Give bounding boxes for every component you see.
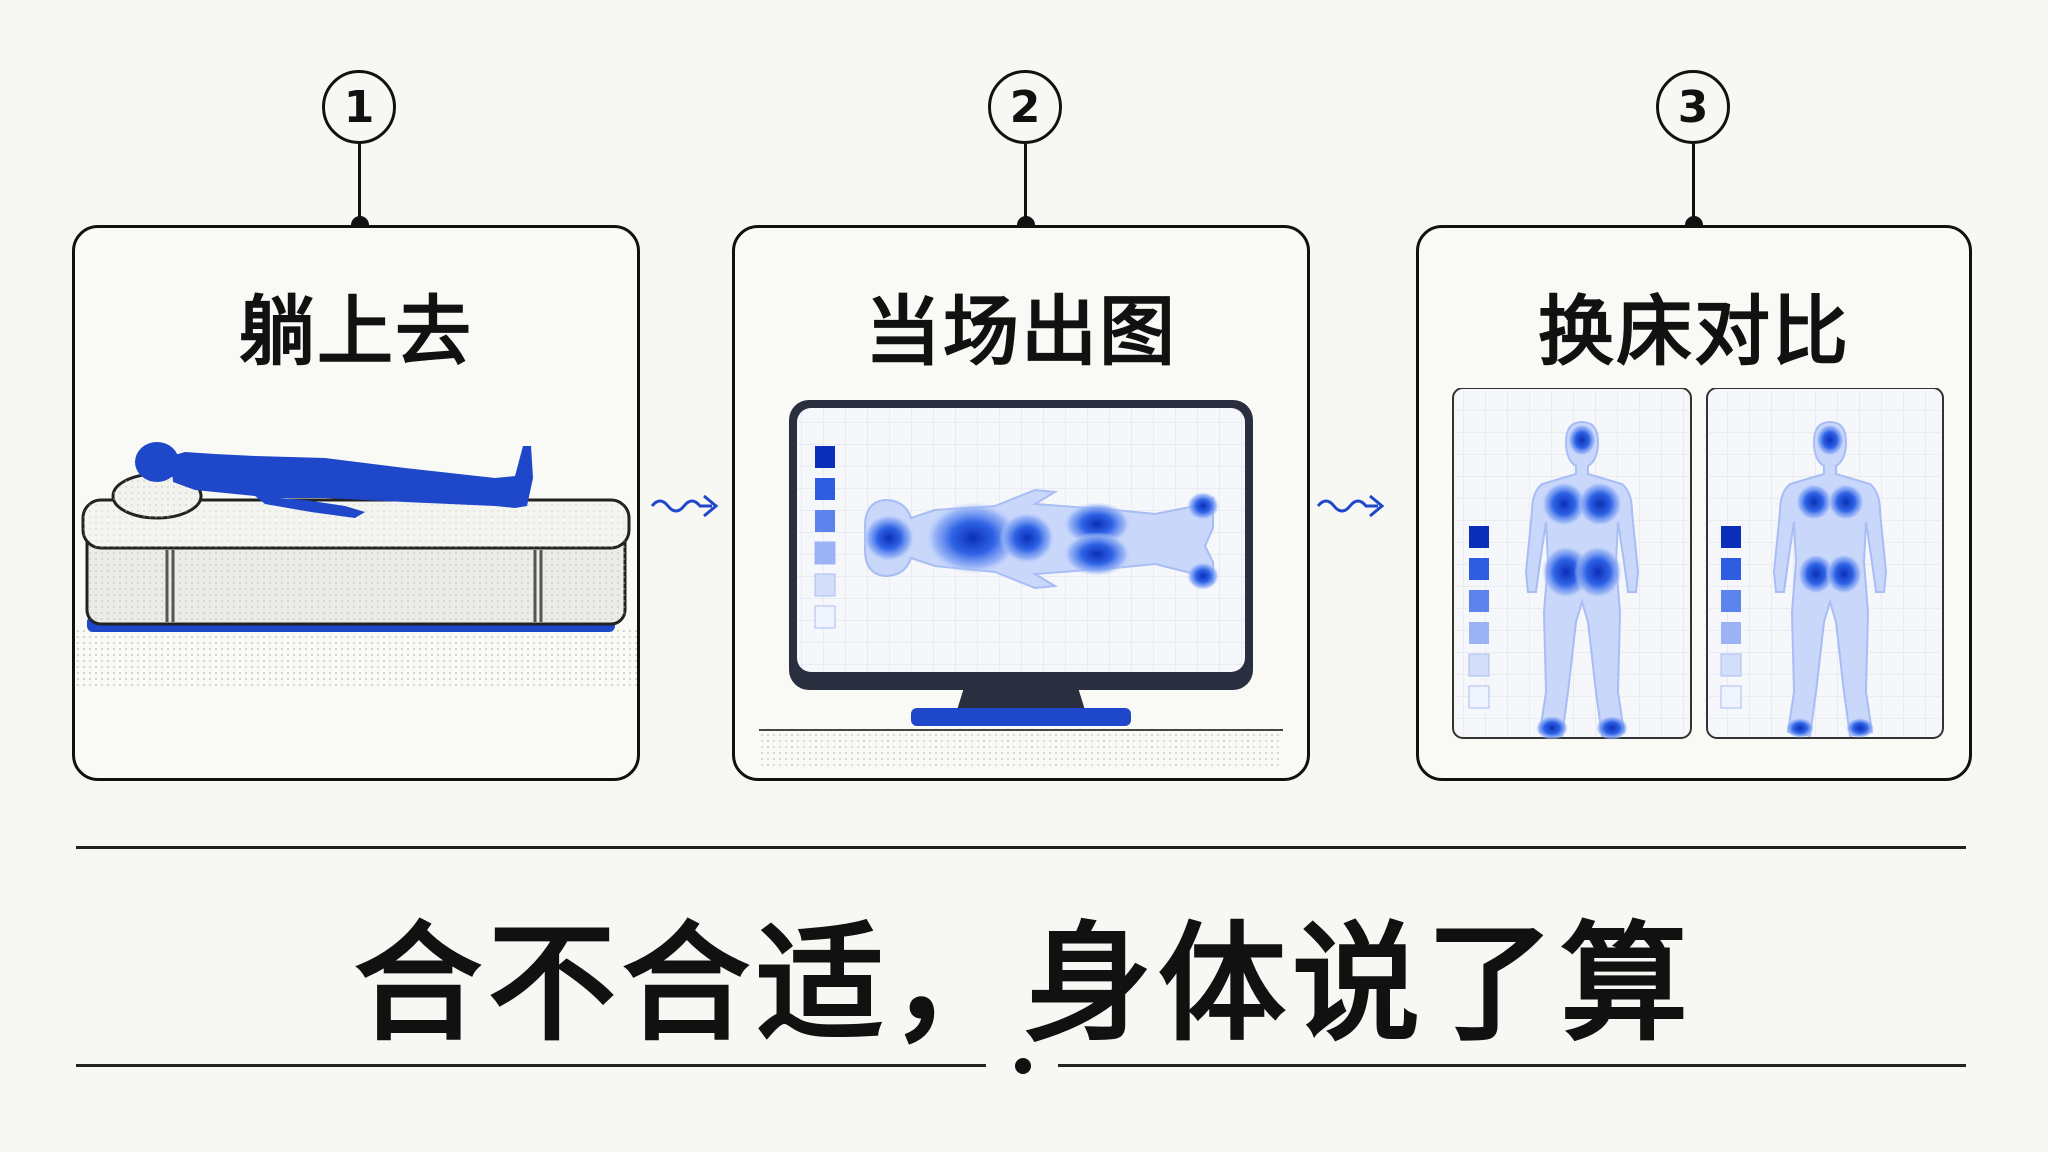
step-3-number-text: 3 xyxy=(1677,81,1709,133)
bottom-divider-left xyxy=(76,1064,986,1067)
step-1-stem xyxy=(358,144,361,222)
bottom-divider-dot xyxy=(1015,1058,1031,1074)
squiggle-arrow-icon xyxy=(650,494,719,518)
step-3-title: 换床对比 xyxy=(1538,287,1850,376)
step-3-stem xyxy=(1692,144,1695,222)
step-2-number-text: 2 xyxy=(1009,81,1041,133)
step-2-number: 2 xyxy=(988,70,1062,144)
body-pressure-map-icon xyxy=(1452,388,1944,740)
squiggle-arrow-icon xyxy=(1316,494,1385,518)
bottom-divider-right xyxy=(1058,1064,1966,1067)
person-on-mattress-icon xyxy=(75,442,637,688)
step-1-number-text: 1 xyxy=(343,81,375,133)
step-2-stem xyxy=(1024,144,1027,222)
monitor-heatmap-icon xyxy=(759,400,1283,766)
step-1-number: 1 xyxy=(322,70,396,144)
step-1-title: 躺上去 xyxy=(239,287,473,376)
step-3-number: 3 xyxy=(1656,70,1730,144)
step-2-panel: 当场出图 xyxy=(732,225,1310,781)
step-1-panel: 躺上去 xyxy=(72,225,640,781)
top-divider xyxy=(76,846,1966,849)
step-3-panel: 换床对比 xyxy=(1416,225,1972,781)
slogan: 合不合适，身体说了算 xyxy=(353,910,1694,1059)
step-2-title: 当场出图 xyxy=(865,287,1177,376)
